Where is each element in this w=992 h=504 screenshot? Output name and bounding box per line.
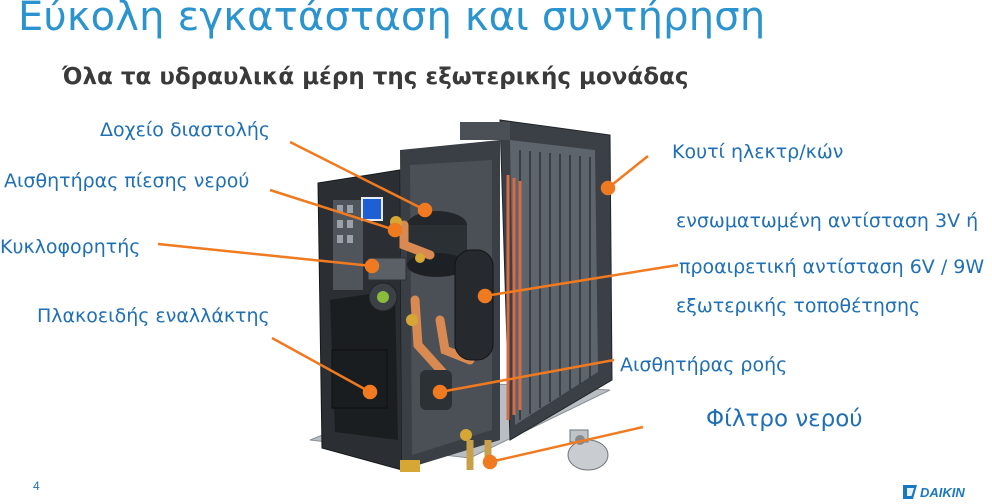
leader-flow-sensor — [439, 358, 615, 394]
slide-title: Εύκολη εγκατάσταση και συντήρηση — [18, 0, 766, 40]
page-number: 4 — [33, 479, 40, 493]
leader-pressure-sensor — [269, 188, 396, 232]
dot-circulator — [364, 258, 380, 274]
heat-exchanger-coil — [460, 119, 613, 441]
label-plate-exchanger: Πλακοειδής εναλλάκτης — [37, 305, 270, 327]
leader-electrical-box — [607, 155, 649, 189]
daikin-logo-text: DAIKIN — [920, 485, 965, 500]
leader-water-filter — [489, 425, 644, 464]
slide-subtitle: Όλα τα υδραυλικά μέρη της εξωτερικής μον… — [62, 64, 689, 90]
label-circulator: Κυκλοφορητής — [0, 236, 141, 258]
label-expansion-tank: Δοχείο διαστολής — [100, 119, 271, 141]
display-panel — [361, 197, 383, 221]
label-heater-line2: προαιρετική αντίσταση 6V / 9W — [679, 256, 985, 278]
dot-water-filter — [482, 454, 498, 470]
water-filter-part — [567, 429, 609, 471]
leader-heater — [484, 263, 679, 298]
label-water-filter: Φίλτρο νερού — [706, 406, 863, 432]
leader-lines — [157, 140, 679, 470]
label-pressure-sensor: Αισθητήρας πίεσης νερού — [4, 170, 250, 192]
dot-plate-exchanger — [362, 384, 378, 400]
daikin-logo: DAIKIN — [903, 485, 965, 500]
top-frame — [460, 122, 510, 140]
leader-expansion-tank — [289, 140, 426, 212]
leader-circulator — [157, 242, 373, 268]
dot-flow-sensor — [432, 384, 448, 400]
dot-electrical-box — [600, 180, 616, 196]
label-flow-sensor: Αισθητήρας ροής — [620, 354, 788, 376]
dot-heater — [477, 288, 493, 304]
label-electrical-box: Κουτί ηλεκτρ/κών — [672, 141, 844, 163]
leader-plate-exchanger — [271, 336, 371, 394]
label-heater-line3: εξωτερικής τοποθέτησης — [676, 295, 921, 317]
dot-expansion-tank — [417, 202, 433, 218]
label-heater-line1: ενσωματωμένη αντίσταση 3V ή — [676, 210, 979, 232]
dot-pressure-sensor — [387, 222, 403, 238]
